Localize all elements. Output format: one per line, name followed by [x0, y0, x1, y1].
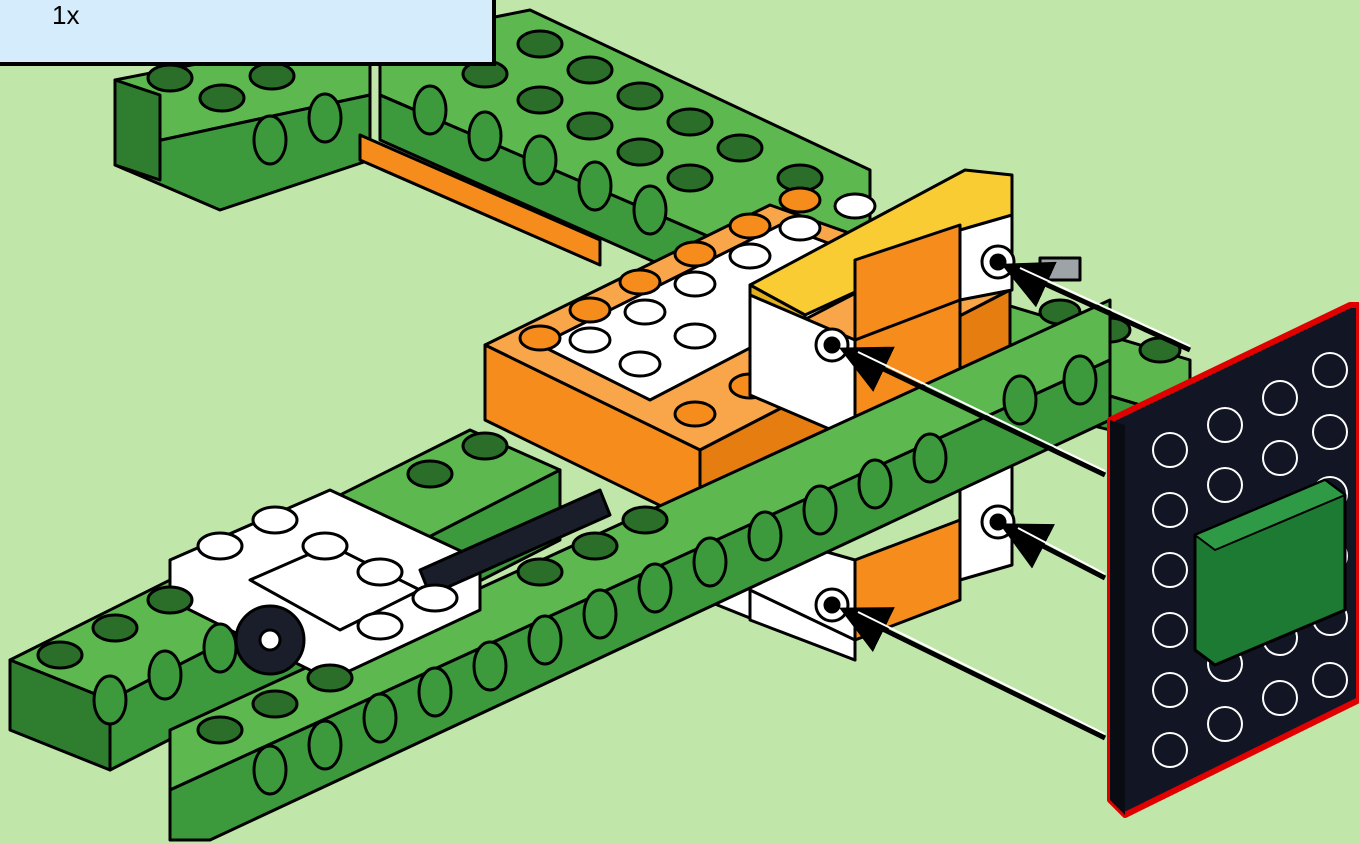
insertion-arrows: [838, 261, 1192, 741]
insertion-arrow-icon: [839, 607, 1107, 741]
insertion-arrow-icon: [999, 523, 1107, 581]
lower-beam-assembly: [8, 298, 1112, 842]
parts-callout: 1x: [0, 0, 496, 66]
black-plate-part: [1107, 302, 1359, 818]
insertion-arrow-icon: [838, 346, 1107, 478]
insertion-arrow-icon: [1000, 261, 1192, 353]
upper-beam-assembly: [113, 8, 872, 302]
axle-stub: [1038, 256, 1082, 282]
part-quantity: 1x: [52, 0, 80, 30]
yellow-slope-brick: [748, 168, 1016, 442]
